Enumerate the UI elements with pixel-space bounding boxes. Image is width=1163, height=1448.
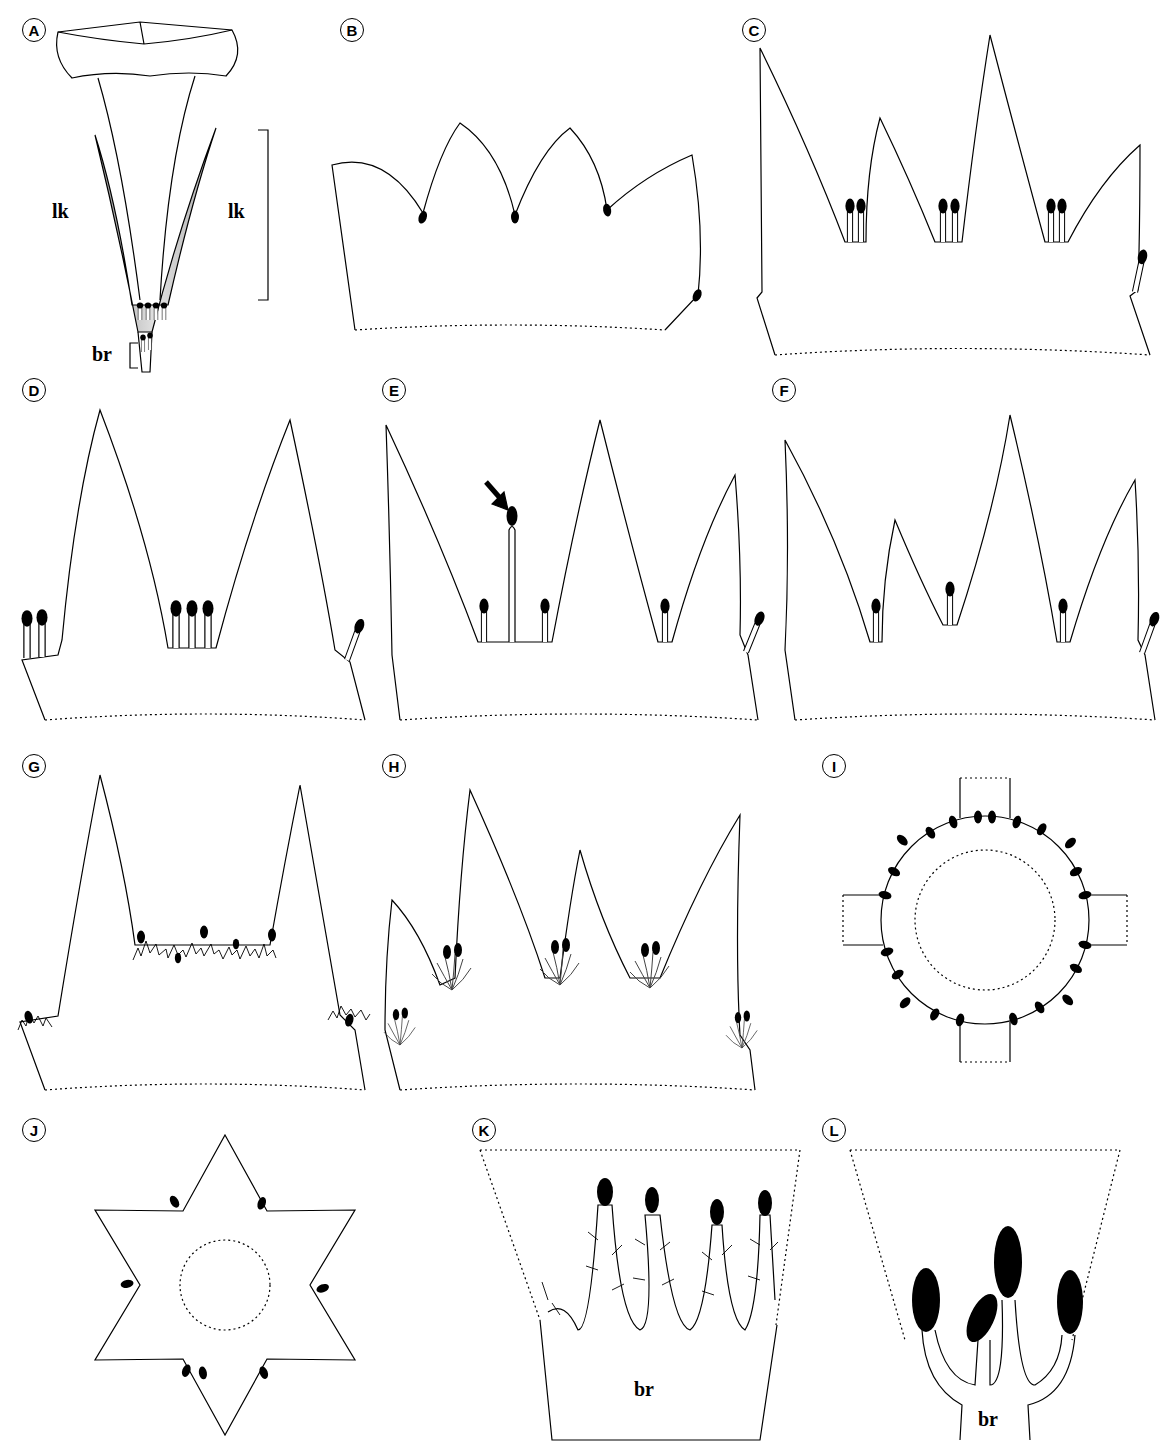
panel-letter: E bbox=[389, 383, 399, 398]
panel-letter: K bbox=[479, 1123, 490, 1138]
panel-letter: D bbox=[29, 383, 40, 398]
part-label: br bbox=[634, 1378, 654, 1400]
part-label: lk bbox=[52, 200, 69, 222]
panel-letter: A bbox=[29, 23, 40, 38]
panel-letter: C bbox=[749, 23, 760, 38]
panel-letter-circle: A bbox=[22, 18, 46, 42]
panel-letter-circle: I bbox=[822, 754, 846, 778]
panel-letter: H bbox=[389, 759, 400, 774]
panel-letter-circle: K bbox=[472, 1118, 496, 1142]
panel-letter: B bbox=[347, 23, 358, 38]
panel-letter-circle: F bbox=[772, 378, 796, 402]
panel-letter: F bbox=[779, 383, 788, 398]
panel-letter: I bbox=[832, 759, 836, 774]
panel-letter-circle: L bbox=[822, 1118, 846, 1142]
panel-letter-circle: G bbox=[22, 754, 46, 778]
panel-letter-circle: J bbox=[22, 1118, 46, 1142]
panel-letter-circle: H bbox=[382, 754, 406, 778]
panel-letter-circle: B bbox=[340, 18, 364, 42]
panel-letter: G bbox=[28, 759, 40, 774]
panel-letter-circle: E bbox=[382, 378, 406, 402]
part-label: lk bbox=[228, 200, 245, 222]
panel-letter: J bbox=[30, 1123, 38, 1138]
panel-letter-circle: C bbox=[742, 18, 766, 42]
panel-letter-circle: D bbox=[22, 378, 46, 402]
panel-letter: L bbox=[829, 1123, 838, 1138]
part-label: br bbox=[978, 1408, 998, 1430]
part-label: br bbox=[92, 343, 112, 365]
